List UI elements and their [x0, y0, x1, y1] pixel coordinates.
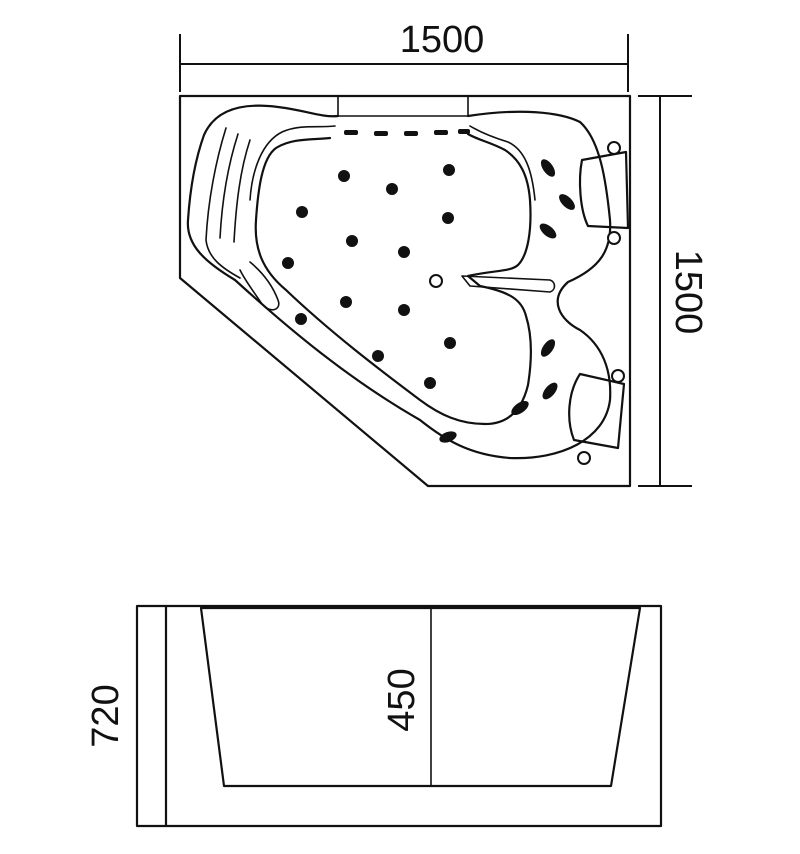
headrest-bottom — [568, 369, 626, 465]
center-ridge — [461, 275, 556, 293]
inner-depth-label: 450 — [381, 668, 423, 731]
depth-label: 1500 — [667, 250, 709, 335]
air-slots — [344, 129, 470, 136]
rim-notch — [337, 95, 469, 117]
tub-outer-shell — [178, 94, 632, 488]
drain-icon — [429, 274, 443, 288]
armrest-handle — [239, 261, 280, 311]
height-dimension: 720 — [85, 684, 127, 747]
tub-rim — [186, 104, 612, 460]
massage-jets — [439, 159, 575, 443]
inner-basin — [254, 132, 532, 426]
depth-dimension: 1500 — [638, 95, 709, 487]
armrest-left — [205, 127, 241, 279]
top-view: 1500 1500 — [178, 19, 709, 488]
width-label: 1500 — [400, 19, 485, 61]
headrest-top — [578, 141, 630, 245]
side-view: 720 450 — [85, 604, 663, 828]
floor-air-jets — [282, 164, 456, 389]
side-outer-frame — [135, 604, 663, 828]
width-dimension: 1500 — [179, 19, 629, 92]
side-tub-profile — [199, 606, 642, 788]
height-label: 720 — [85, 684, 127, 747]
